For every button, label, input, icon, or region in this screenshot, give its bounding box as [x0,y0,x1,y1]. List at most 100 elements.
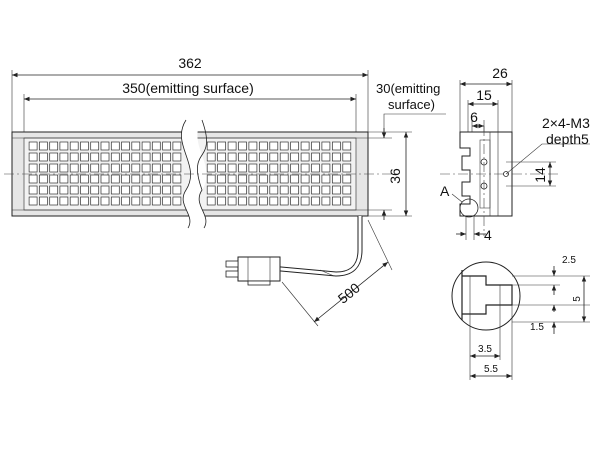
detail-dim-1-5: 1.5 [530,322,544,333]
led-cell [39,174,48,184]
led-cell [238,141,247,151]
led-cell [217,185,226,195]
led-cell [248,163,258,173]
led-cell [100,141,110,151]
led-cell [141,196,151,206]
led-cell [248,196,258,206]
led-cell [342,185,352,195]
led-cell [259,141,268,151]
led-cell [300,163,310,173]
led-cell [110,163,120,173]
led-cell [238,174,247,184]
led-cell [269,185,279,195]
led-cell [69,174,79,184]
led-cell [300,185,310,195]
led-cell [162,152,171,162]
led-cell [342,163,352,173]
led-cell [321,141,331,151]
led-cell [279,174,289,184]
dim-line-500 [313,261,389,323]
led-cell [151,185,161,195]
led-cell [259,185,268,195]
led-cell [90,141,100,151]
led-cell [49,163,59,173]
led-cell [162,185,171,195]
led-cell [172,163,182,173]
led-cell [28,185,38,195]
connector [225,256,281,286]
led-cell [290,196,299,206]
led-cell [342,141,352,151]
led-cell [141,185,151,195]
led-cell [279,152,289,162]
led-cell [217,141,226,151]
led-cell [321,196,331,206]
led-cell [69,163,79,173]
led-cell [131,185,141,195]
led-cell [39,141,48,151]
led-cell [279,163,289,173]
led-cell [131,141,141,151]
led-cell [311,141,320,151]
led-cell [49,196,59,206]
screw-spec-1: 2×4-M3 [542,115,590,131]
led-cell [80,163,89,173]
led-cell [238,152,247,162]
led-cell [206,185,216,195]
led-cell [269,152,279,162]
led-cell [227,141,237,151]
led-cell [172,185,182,195]
led-cell [162,163,171,173]
led-cell [151,152,161,162]
led-cell [110,174,120,184]
led-cell [279,196,289,206]
led-cell [300,141,310,151]
led-cell [49,152,59,162]
led-cell [206,163,216,173]
led-cell [80,185,89,195]
led-cell [290,185,299,195]
led-cell [311,185,320,195]
led-cell [110,185,120,195]
dim-side-4: 4 [484,227,492,243]
led-cell [131,196,141,206]
detail-label: A [440,183,450,199]
dim-emitting-width-line1: 30(emitting [376,81,440,96]
led-cell [100,185,110,195]
led-cell [121,174,130,184]
led-cell [227,196,237,206]
screw-spec-2: depth5 [546,131,589,147]
led-cell [131,152,141,162]
dim-cable-length: 500 [335,279,363,306]
led-cell [269,174,279,184]
led-cell [290,174,299,184]
led-cell [300,152,310,162]
led-cell [59,196,69,206]
detail-a-view: 2.5 5 1.5 3.5 5.5 [451,255,590,380]
led-cell [90,196,100,206]
led-cell [131,174,141,184]
led-cell [121,163,130,173]
led-cell [141,141,151,151]
dim-emitting-length: 350(emitting surface) [122,80,254,96]
cable [269,216,363,277]
led-cell [121,152,130,162]
led-cell [300,196,310,206]
led-cell [311,163,320,173]
led-cell [162,196,171,206]
dim-side-15: 15 [476,87,492,103]
led-cell [121,196,130,206]
side-view: 26 15 6 2×4-M3 depth5 14 [440,65,590,243]
led-cell [110,141,120,151]
led-cell [269,196,279,206]
led-cell [90,163,100,173]
led-cell [59,174,69,184]
led-cell [217,174,226,184]
led-cell [59,152,69,162]
led-cell [290,141,299,151]
slot-profile [461,270,513,320]
led-cell [332,163,341,173]
led-cell [39,152,48,162]
led-cell [259,163,268,173]
led-cell [80,174,89,184]
